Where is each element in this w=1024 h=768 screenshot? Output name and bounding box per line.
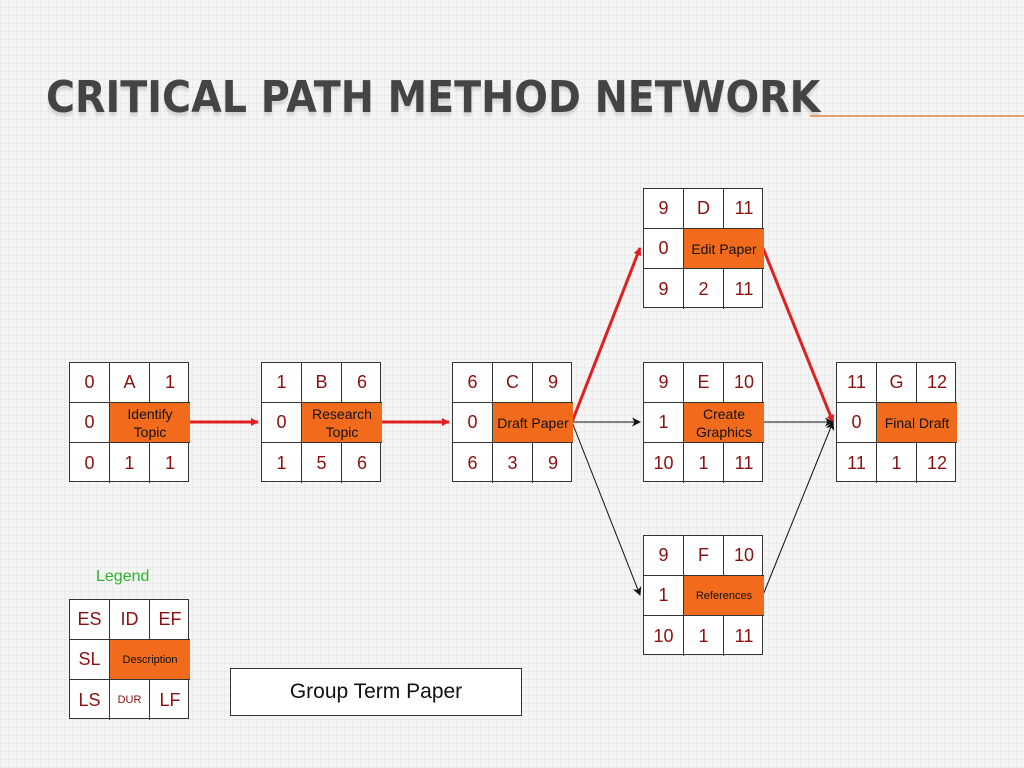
early-start: 9 (644, 189, 684, 229)
page-title: CRITICAL PATH METHOD NETWORK (46, 72, 821, 123)
early-start: 1 (262, 363, 302, 403)
early-start: 6 (453, 363, 493, 403)
legend-lf-label: LF (159, 689, 181, 710)
activity-id: A (110, 363, 150, 403)
activity-id: D (684, 189, 724, 229)
duration: 1 (684, 616, 724, 656)
activity-node-g: 11 G 12 0 Final Draft 11 1 12 (836, 362, 957, 483)
legend-ef-label: EF (150, 600, 190, 640)
late-finish: 11 (734, 278, 754, 299)
activity-node-c: 6 C 9 0 Draft Paper 6 3 9 (452, 362, 573, 483)
activity-description: Identify Topic (110, 403, 190, 443)
slack: 1 (644, 403, 684, 443)
legend-es-label: ES (70, 600, 110, 640)
activity-description: References (684, 576, 764, 616)
legend-sl-label: SL (70, 640, 110, 680)
activity-description: Research Topic (302, 403, 382, 443)
early-finish: 12 (917, 363, 957, 403)
critical-path-arrow-c-d (570, 247, 642, 423)
activity-node-f: 9 F 10 1 References 10 1 11 (643, 535, 764, 656)
legend-node: ES ID EF SL Description LS DUR LF (69, 599, 190, 720)
late-finish: 12 (926, 452, 948, 473)
activity-id: F (684, 536, 724, 576)
dependency-arrow-f-g (762, 421, 835, 596)
activity-id: G (877, 363, 917, 403)
slack: 1 (644, 576, 684, 616)
activity-node-a: 0 A 1 0 Identify Topic 0 1 1 (69, 362, 190, 483)
late-start: 0 (70, 443, 110, 483)
late-start: 10 (644, 616, 684, 656)
late-finish: 11 (734, 452, 754, 473)
activity-description: Edit Paper (684, 229, 764, 269)
early-finish: 10 (724, 536, 764, 576)
critical-path-arrow-d-g (761, 247, 835, 423)
early-finish: 11 (724, 189, 764, 229)
duration: 2 (684, 269, 724, 309)
title-underline (810, 115, 1024, 117)
late-finish: 1 (164, 452, 175, 473)
dependency-arrow-c-f (571, 421, 642, 596)
late-finish: 9 (547, 452, 558, 473)
early-finish: 10 (724, 363, 764, 403)
legend-dur-label: DUR (110, 680, 150, 720)
early-start: 0 (70, 363, 110, 403)
activity-description: Final Draft (877, 403, 957, 443)
slack: 0 (453, 403, 493, 443)
duration: 1 (877, 443, 917, 483)
early-start: 11 (837, 363, 877, 403)
duration: 1 (684, 443, 724, 483)
early-finish: 1 (150, 363, 190, 403)
legend-ls-label: LS (70, 680, 110, 720)
duration: 5 (302, 443, 342, 483)
activity-node-e: 9 E 10 1 Create Graphics 10 1 11 (643, 362, 764, 483)
project-caption: Group Term Paper (230, 668, 522, 716)
duration: 3 (493, 443, 533, 483)
legend-description-label: Description (110, 640, 190, 680)
late-start: 10 (644, 443, 684, 483)
duration: 1 (110, 443, 150, 483)
slack: 0 (644, 229, 684, 269)
activity-description: Create Graphics (684, 403, 764, 443)
late-finish: 6 (356, 452, 367, 473)
activity-node-b: 1 B 6 0 Research Topic 1 5 6 (261, 362, 382, 483)
activity-id: B (302, 363, 342, 403)
slack: 0 (70, 403, 110, 443)
late-start: 6 (453, 443, 493, 483)
legend-id-label: ID (110, 600, 150, 640)
activity-id: E (684, 363, 724, 403)
activity-description: Draft Paper (493, 403, 573, 443)
activity-id: C (493, 363, 533, 403)
late-start: 1 (262, 443, 302, 483)
early-start: 9 (644, 536, 684, 576)
legend-title: Legend (96, 568, 150, 585)
early-finish: 6 (342, 363, 382, 403)
late-start: 11 (837, 443, 877, 483)
activity-node-d: 9 D 11 0 Edit Paper 9 2 11 (643, 188, 764, 309)
late-start: 9 (644, 269, 684, 309)
slack: 0 (837, 403, 877, 443)
late-finish: 11 (734, 625, 754, 646)
early-finish: 9 (533, 363, 573, 403)
slack: 0 (262, 403, 302, 443)
early-start: 9 (644, 363, 684, 403)
